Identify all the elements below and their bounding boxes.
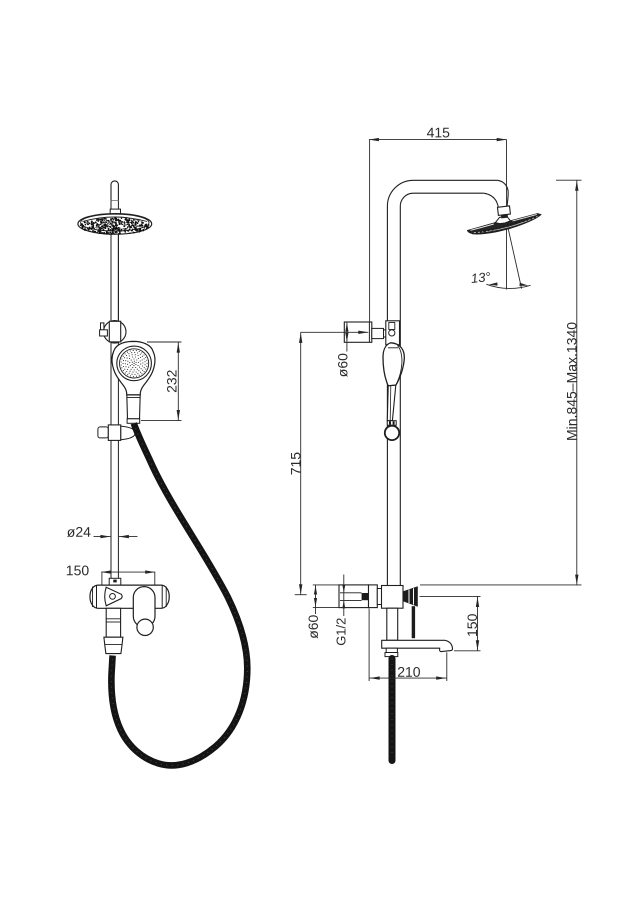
svg-text:415: 415 [427, 124, 451, 140]
svg-text:150: 150 [66, 562, 90, 578]
svg-text:210: 210 [397, 664, 421, 680]
svg-text:ø24: ø24 [67, 524, 91, 540]
svg-text:13°: 13° [470, 269, 491, 286]
svg-text:ø60: ø60 [334, 353, 350, 377]
svg-text:G1/2: G1/2 [333, 618, 348, 646]
svg-text:ø60: ø60 [305, 614, 321, 638]
svg-text:Min.845–Max.1340: Min.845–Max.1340 [563, 322, 579, 441]
svg-text:232: 232 [163, 369, 179, 393]
svg-text:715: 715 [287, 452, 303, 476]
svg-text:150: 150 [464, 613, 480, 637]
